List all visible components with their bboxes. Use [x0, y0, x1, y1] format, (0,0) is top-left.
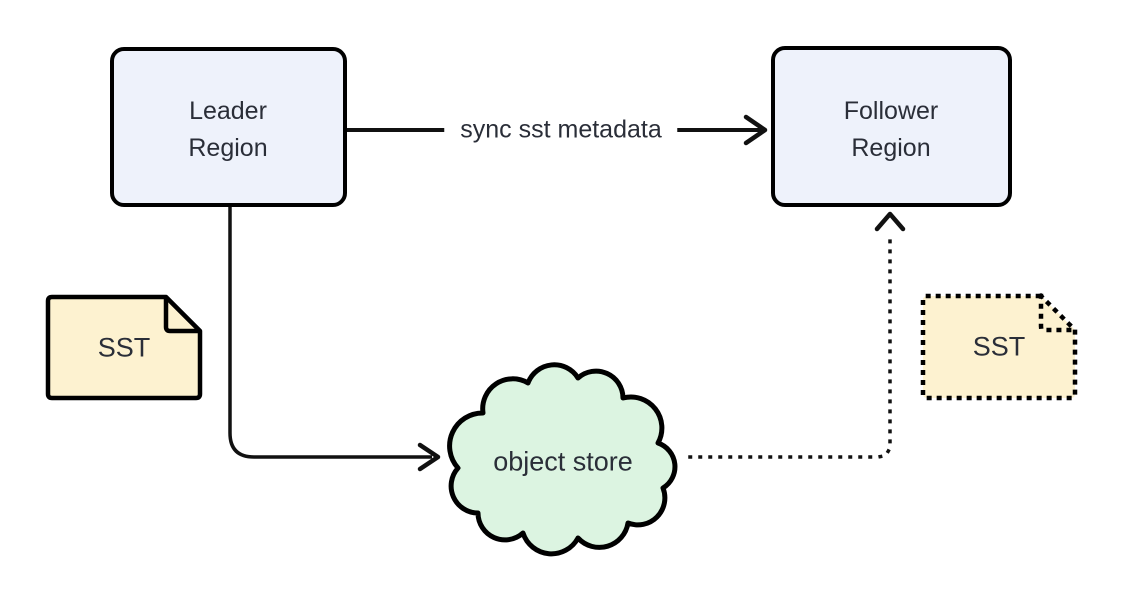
follower-region-label: Follower Region — [844, 93, 938, 167]
arrowhead-right-icon — [743, 114, 768, 146]
object-store-cloud — [447, 362, 678, 557]
sst-left-document — [45, 294, 203, 401]
sst-left-label: SST — [97, 332, 151, 363]
arrowhead-right-icon — [417, 442, 441, 472]
follower-region-label-line1: Follower — [843, 97, 939, 125]
sst-right-label: SST — [972, 331, 1026, 362]
leader-region-box — [110, 47, 347, 207]
arrowhead-up-icon — [874, 211, 906, 232]
leader-region-label-line2: Region — [188, 134, 268, 162]
follower-region-label-line2: Region — [851, 134, 931, 162]
leader-region-label: Leader Region — [188, 93, 267, 167]
object-store-label: object store — [493, 446, 633, 477]
sst-right-document — [920, 293, 1078, 401]
sst-right-folded-corner-icon — [1038, 293, 1078, 333]
sync-sst-metadata-edge-label: sync sst metadata — [444, 109, 678, 151]
edge-object-store-to-follower — [688, 231, 892, 459]
leader-region-label-line1: Leader — [189, 97, 267, 125]
sst-left-folded-corner-icon — [163, 297, 200, 334]
follower-region-box — [771, 46, 1012, 207]
edge-leader-to-object-store — [228, 207, 432, 459]
